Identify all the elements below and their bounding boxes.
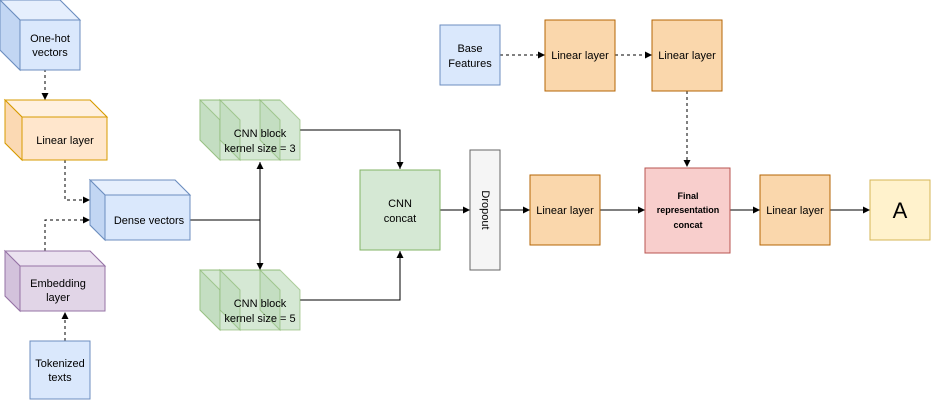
node-linear-layer-left: Linear layer: [3, 98, 109, 162]
node-linear-layer-top-2: Linear layer: [651, 19, 723, 92]
output-label: A: [893, 198, 908, 223]
linear-left-label: Linear layer: [36, 135, 94, 147]
cnn5-label-line2: kernel size = 5: [224, 313, 295, 325]
edges: [41, 51, 870, 341]
onehot-label-line2: vectors: [32, 47, 68, 59]
node-embedding-layer: Embedding layer: [3, 249, 107, 313]
cnn3-label-line2: kernel size = 3: [224, 143, 295, 155]
node-cnn-concat: CNN concat: [359, 169, 441, 251]
final-label-line2: representation: [657, 205, 720, 215]
dropout-label: Dropout: [479, 190, 491, 229]
linear-mid2-label: Linear layer: [766, 205, 824, 217]
final-label-line3: concat: [673, 220, 702, 230]
cnn-concat-label-line1: CNN: [388, 198, 412, 210]
linear-top2-label: Linear layer: [658, 50, 716, 62]
linear-top1-label: Linear layer: [551, 50, 609, 62]
node-cnn-block-k3: CNN block kernel size = 3: [199, 98, 301, 162]
cnn3-label-line1: CNN block: [234, 128, 287, 140]
node-dense-vectors: Dense vectors: [88, 178, 192, 242]
tokenized-label-line1: Tokenized: [35, 358, 85, 370]
edge-embedding-to-dense: [44, 216, 90, 251]
node-final-representation-concat: Final representation concat: [644, 167, 731, 254]
cnn-concat-label-line2: concat: [384, 213, 416, 225]
onehot-label-line1: One-hot: [30, 33, 70, 45]
cnn5-label-line1: CNN block: [234, 298, 287, 310]
node-dropout: Dropout: [469, 149, 501, 271]
embedding-label-line2: layer: [46, 292, 70, 304]
node-tokenized-texts: Tokenized texts: [29, 340, 91, 400]
edge-cnn3-to-concat: [300, 129, 404, 169]
node-base-features: Base Features: [439, 24, 501, 86]
node-onehot-vectors: One-hot vectors: [0, 0, 82, 72]
final-label-line1: Final: [677, 191, 698, 201]
embedding-label-line1: Embedding: [30, 278, 86, 290]
node-linear-layer-mid-1: Linear layer: [529, 174, 601, 246]
tokenized-label-line2: texts: [48, 372, 72, 384]
edge-linear-to-dense: [64, 160, 90, 204]
base-label-line2: Features: [448, 58, 492, 70]
node-output: A: [869, 179, 931, 241]
dense-label: Dense vectors: [114, 215, 185, 227]
node-linear-layer-mid-2: Linear layer: [759, 174, 831, 246]
base-label-line1: Base: [457, 43, 482, 55]
node-cnn-block-k5: CNN block kernel size = 5: [199, 268, 301, 332]
node-linear-layer-top-1: Linear layer: [544, 19, 616, 92]
linear-mid1-label: Linear layer: [536, 205, 594, 217]
edge-cnn5-to-concat: [300, 251, 404, 301]
